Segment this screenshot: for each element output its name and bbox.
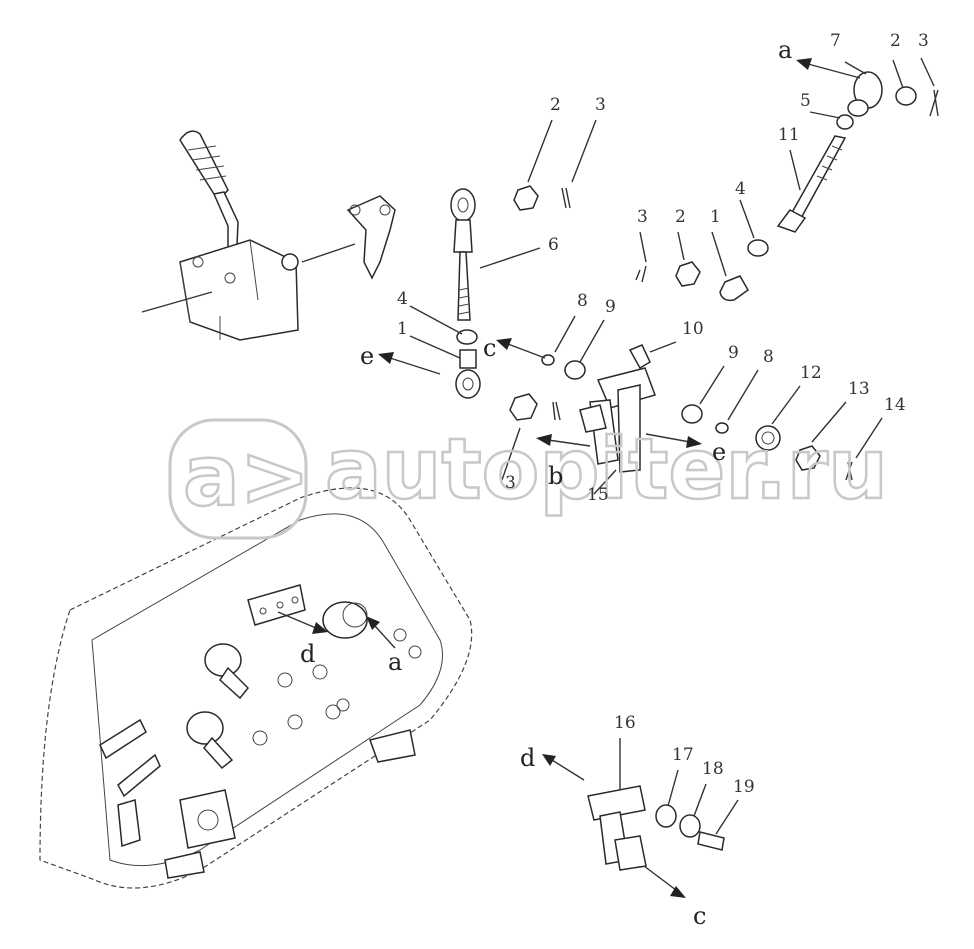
arrow-d-panel <box>277 611 328 634</box>
part-6-rod <box>450 188 541 321</box>
callout-label-20: 13 <box>848 379 870 399</box>
callout-label-26: 18 <box>702 759 724 779</box>
callout-label-5: 4 <box>735 179 746 199</box>
watermark-logo-frame <box>168 418 308 540</box>
direction-arrows <box>277 58 861 898</box>
callout-label-16: 1 <box>397 319 408 339</box>
callout-label-22: 3 <box>505 473 516 493</box>
arrow-a-panel <box>366 616 396 649</box>
callout-label-17: 9 <box>728 343 739 363</box>
callout-label-0: 7 <box>830 31 841 51</box>
callout-label-15: 10 <box>682 319 704 339</box>
arrow-c-bottom <box>643 865 686 898</box>
arrow-letter-5: d <box>300 640 315 668</box>
arrow-letter-3: b <box>548 462 563 490</box>
gear-lever-assembly <box>141 130 356 341</box>
callout-label-24: 16 <box>614 713 636 733</box>
callout-label-18: 8 <box>763 347 774 367</box>
parts-3-2-1-right <box>635 231 749 302</box>
callout-label-25: 17 <box>672 745 694 765</box>
arrow-c-top <box>496 338 546 359</box>
arrow-e-right <box>645 433 702 448</box>
arrow-d-bottom <box>542 754 585 781</box>
callout-label-11: 1 <box>710 207 721 227</box>
nut-and-pin-upper <box>513 119 597 211</box>
callout-label-23: 15 <box>587 485 609 505</box>
callout-label-12: 4 <box>397 289 408 309</box>
part-11-rod <box>739 57 939 257</box>
callout-label-19: 12 <box>800 363 822 383</box>
selector-fork <box>346 195 396 280</box>
arrow-letter-8: c <box>693 902 706 930</box>
part-16-bracket <box>587 738 739 871</box>
arrow-e-left <box>378 352 441 375</box>
callout-label-27: 19 <box>733 777 755 797</box>
callout-label-21: 14 <box>884 395 906 415</box>
callout-label-14: 9 <box>605 297 616 317</box>
arrow-letter-1: c <box>483 334 496 362</box>
arrow-letter-0: a <box>778 36 792 64</box>
callout-label-6: 2 <box>550 95 561 115</box>
autopiter-watermark: a> autopiter.ru <box>168 418 889 540</box>
callout-label-13: 8 <box>577 291 588 311</box>
part-4-1-stack <box>409 305 481 399</box>
arrow-b <box>536 434 591 447</box>
arrow-letter-2: e <box>360 342 374 370</box>
arrow-letter-4: e <box>712 438 726 466</box>
arrow-letter-6: a <box>388 648 402 676</box>
watermark-site-text: autopiter.ru <box>325 420 888 518</box>
callout-label-2: 3 <box>918 31 929 51</box>
arrow-a-top <box>796 58 861 79</box>
callout-label-9: 3 <box>637 207 648 227</box>
nut-and-pin-lower <box>501 393 561 481</box>
callout-label-7: 3 <box>595 95 606 115</box>
arrow-letter-labels: a c e b e d a d c <box>300 36 792 930</box>
watermark-logo-text: a> <box>183 427 310 525</box>
callout-label-8: 6 <box>548 235 559 255</box>
part-15-bracket <box>541 315 883 495</box>
callout-label-3: 5 <box>800 91 811 111</box>
callout-label-4: 11 <box>778 125 800 145</box>
callout-label-10: 2 <box>675 207 686 227</box>
arrow-letter-7: d <box>520 744 535 772</box>
callout-label-1: 2 <box>890 31 901 51</box>
control-panel-housing <box>39 487 473 889</box>
